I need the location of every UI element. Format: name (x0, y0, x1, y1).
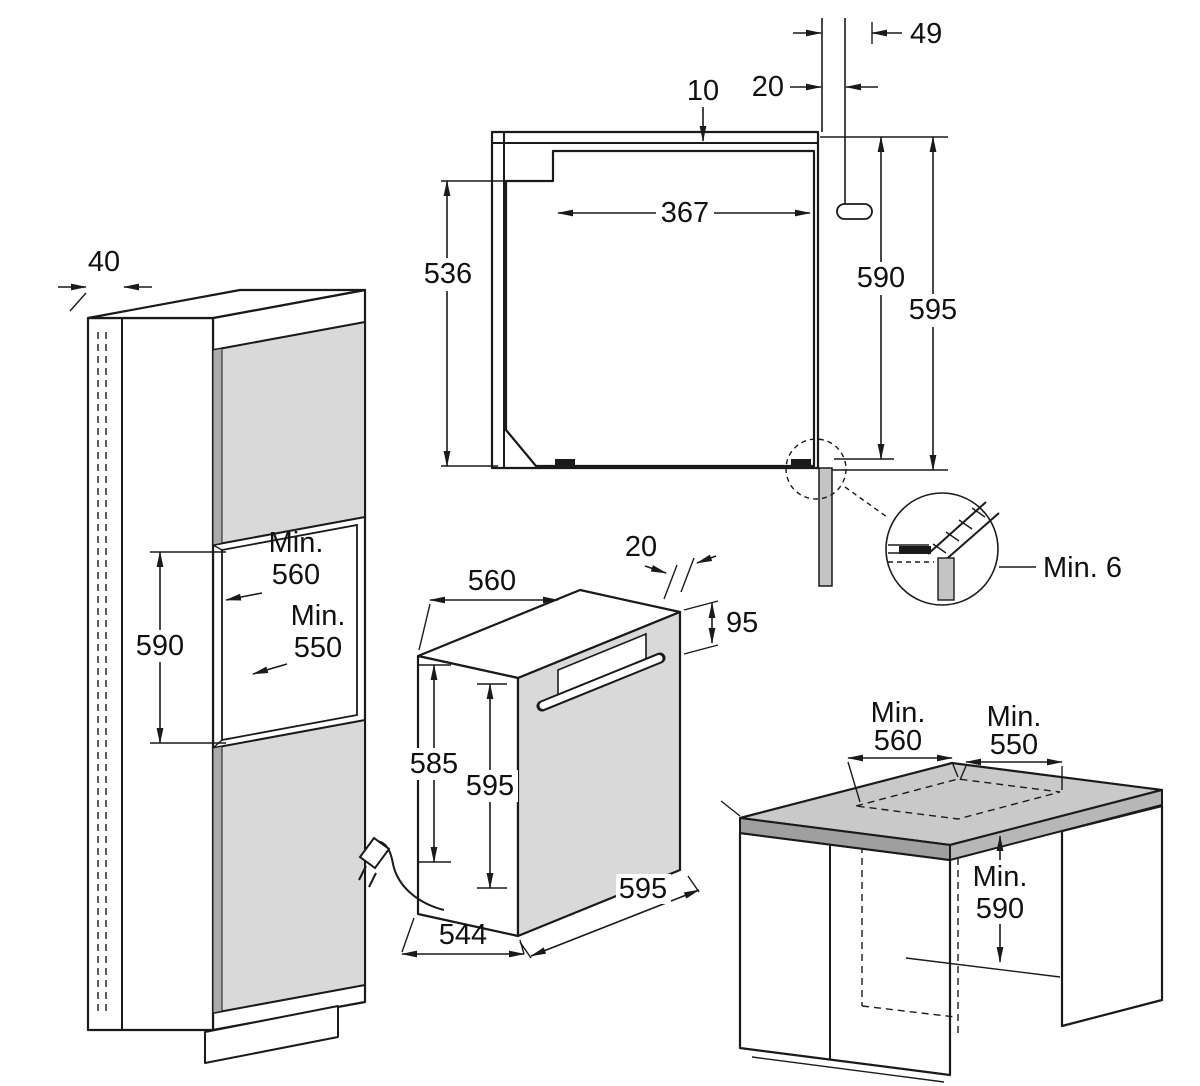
hatch-line (945, 531, 960, 542)
hatch-line (971, 507, 986, 518)
leader-arrow (252, 663, 288, 675)
ext-line (680, 557, 695, 593)
cavity-floor-line (905, 957, 1061, 978)
ext-line (401, 917, 415, 953)
niche-opening-inner (221, 523, 358, 742)
dim-column-min-depth-label: Min. (291, 600, 346, 632)
seal-detail-view: Min. 6 (885, 492, 1122, 606)
seal-bar (899, 546, 931, 554)
mounting-strip-detail (937, 557, 955, 601)
dim-worktop-min-height-label: Min. (973, 861, 1028, 893)
power-plug (358, 836, 391, 870)
dim-label-bg (905, 294, 962, 327)
dim-oven-front-width: 595 (619, 873, 667, 905)
dim-column-depth-edge: 40 (88, 246, 120, 278)
detail-circle (885, 492, 999, 606)
upper-door-panel (212, 321, 366, 546)
ext-line (959, 765, 967, 781)
plinth-line (751, 1056, 945, 1083)
dim-niche-top-gap: 10 (687, 75, 719, 107)
dim-worktop-min-depth-label: Min. (987, 701, 1042, 733)
dim-worktop-min-height-value: 590 (976, 893, 1024, 925)
dim-niche-rear-offset: 49 (910, 18, 942, 50)
oven-view: 560 20 95 585 595 595 544 (358, 531, 758, 959)
ext-line (559, 590, 579, 599)
dim-niche-height: 590 (857, 262, 905, 294)
niche-section-view: 10 367 536 590 595 20 49 (420, 18, 962, 587)
dim-oven-body-height: 585 (410, 748, 458, 780)
dim-line (696, 554, 717, 564)
dim-label-bg (656, 197, 714, 229)
cabinet-top-face (86, 288, 367, 320)
panel-edge-line (941, 512, 1000, 564)
tall-cabinet-view: 40 Min. 560 Min. 550 590 (58, 246, 367, 1064)
dim-column-niche-height: 590 (136, 630, 184, 662)
leader-arrow (225, 592, 263, 601)
plinth (204, 1005, 339, 1064)
dim-oven-panel-height: 95 (726, 607, 758, 639)
cabinet-side-panel (86, 316, 215, 1032)
ext-line (951, 761, 959, 778)
mounting-strip (818, 467, 833, 587)
cutout-hidden-outline (855, 778, 1061, 820)
edge-line (212, 739, 223, 749)
dim-worktop-min-width-label: Min. (871, 697, 926, 729)
plug-pin (358, 865, 367, 881)
dim-niche-inner-width: 367 (661, 197, 709, 229)
base-right-panel (1060, 804, 1164, 1028)
support-pad (555, 459, 575, 466)
dim-label-bg (616, 874, 671, 904)
dim-oven-front-gap: 20 (625, 531, 657, 563)
ext-line (847, 761, 861, 803)
edge-line (212, 544, 223, 551)
upper-door-edge (212, 347, 223, 546)
ext-line (663, 564, 678, 600)
outlet-slot (836, 203, 873, 220)
hidden-line (861, 1005, 956, 1018)
niche-cavity-outline (504, 149, 816, 468)
dim-worktop-min-width-value: 560 (874, 725, 922, 757)
base-front-face (738, 831, 952, 1077)
detail-marker-circle (785, 438, 847, 500)
dim-oven-height: 595 (466, 770, 514, 802)
dim-worktop-min-depth-value: 550 (990, 729, 1038, 761)
dim-oven-depth: 544 (439, 919, 487, 951)
lower-door-edge (212, 745, 223, 1014)
dim-seal-min: Min. 6 (1043, 552, 1122, 584)
dim-oven-width: 560 (468, 565, 516, 597)
plug-pin (368, 872, 377, 888)
support-pad (791, 459, 811, 466)
ext-line (683, 644, 719, 655)
dim-label-bg (853, 262, 910, 295)
hatch-line (958, 519, 973, 530)
dim-label-bg (407, 748, 462, 780)
dim-niche-total-height: 595 (909, 294, 957, 326)
ext-line (720, 800, 741, 817)
ext-line (418, 603, 431, 651)
ext-line (683, 600, 719, 611)
worktop-unit-view: Min. 560 Min. 550 Min. 590 (720, 697, 1164, 1083)
dim-label-bg (133, 630, 188, 662)
dim-niche-rear-gap: 20 (752, 71, 784, 103)
ext-line (687, 875, 700, 893)
dim-column-min-width-label: Min. (269, 527, 324, 559)
dim-label-bg (962, 860, 1038, 924)
detail-leader-line (844, 486, 888, 518)
dim-label-bg (420, 258, 476, 291)
dim-niche-inner-height: 536 (424, 258, 472, 290)
dim-label-bg (463, 770, 518, 802)
lower-door-panel (212, 719, 366, 1014)
niche-outer-frame (490, 130, 820, 470)
dim-column-min-width-value: 560 (272, 559, 320, 591)
dim-column-min-depth-value: 550 (294, 632, 342, 664)
hatch-line (932, 543, 947, 554)
oven-handle (539, 655, 663, 709)
dim-line (644, 565, 667, 574)
ext-line (69, 292, 87, 312)
